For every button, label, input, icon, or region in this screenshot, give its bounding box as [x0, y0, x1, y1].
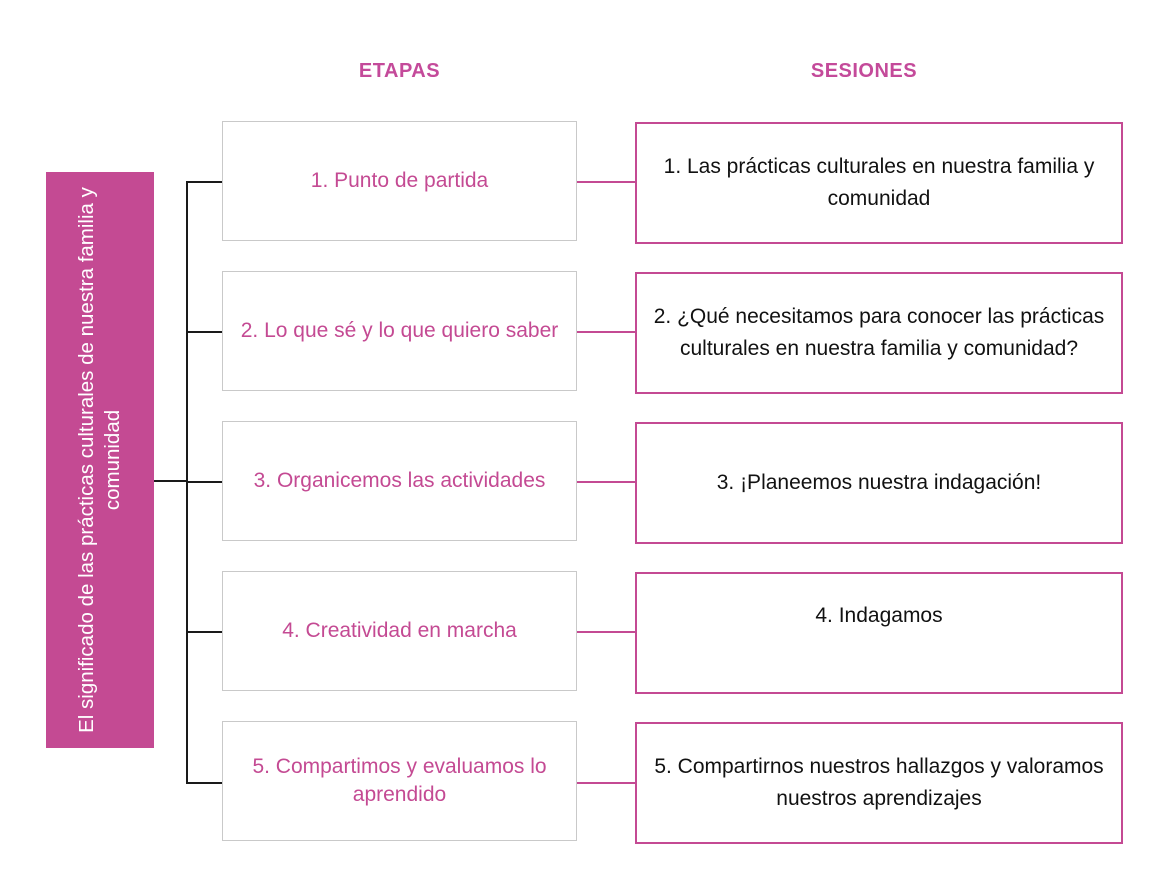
- stage-label: 5. Compartimos y evaluamos lo aprendido: [252, 755, 547, 806]
- stage-label: 2. Lo que sé y lo que quiero saber: [240, 319, 559, 342]
- branch-connector-3: [186, 481, 222, 483]
- stage-session-connector-5: [577, 782, 635, 784]
- sesiones-header: SESIONES: [810, 60, 918, 82]
- session-box-1: 1. Las prácticas culturales en nuestra f…: [635, 122, 1123, 244]
- stage-box-1: 1. Punto de partida: [222, 121, 577, 241]
- root-connector: [154, 480, 187, 482]
- stage-session-connector-2: [577, 331, 635, 333]
- session-label: 1. Las prácticas culturales en nuestra f…: [663, 155, 1095, 210]
- stage-box-3: 3. Organicemos las actividades: [222, 421, 577, 541]
- session-label: 2. ¿Qué necesitamos para conocer las prá…: [653, 305, 1105, 360]
- stage-session-connector-3: [577, 481, 635, 483]
- session-label: 5. Compartirnos nuestros hallazgos y val…: [654, 755, 1104, 810]
- branch-connector-2: [186, 331, 222, 333]
- stage-box-5: 5. Compartimos y evaluamos lo aprendido: [222, 721, 577, 841]
- session-label: 4. Indagamos: [815, 604, 943, 627]
- root-topic-text: El significado de las prácticas cultural…: [75, 187, 124, 733]
- session-box-5: 5. Compartirnos nuestros hallazgos y val…: [635, 722, 1123, 844]
- stage-session-connector-1: [577, 181, 635, 183]
- session-box-3: 3. ¡Planeemos nuestra indagación!: [635, 422, 1123, 544]
- stage-box-2: 2. Lo que sé y lo que quiero saber: [222, 271, 577, 391]
- etapas-header: ETAPAS: [358, 60, 441, 82]
- root-topic-block: El significado de las prácticas cultural…: [46, 172, 154, 748]
- branch-connector-5: [186, 782, 222, 784]
- session-label: 3. ¡Planeemos nuestra indagación!: [716, 471, 1042, 494]
- stage-session-connector-4: [577, 631, 635, 633]
- stage-label: 1. Punto de partida: [310, 169, 489, 192]
- session-box-4: 4. Indagamos: [635, 572, 1123, 694]
- session-box-2: 2. ¿Qué necesitamos para conocer las prá…: [635, 272, 1123, 394]
- branch-connector-4: [186, 631, 222, 633]
- branch-connector-1: [186, 181, 222, 183]
- stage-box-4: 4. Creatividad en marcha: [222, 571, 577, 691]
- stage-label: 3. Organicemos las actividades: [253, 469, 546, 492]
- stage-label: 4. Creatividad en marcha: [282, 619, 517, 642]
